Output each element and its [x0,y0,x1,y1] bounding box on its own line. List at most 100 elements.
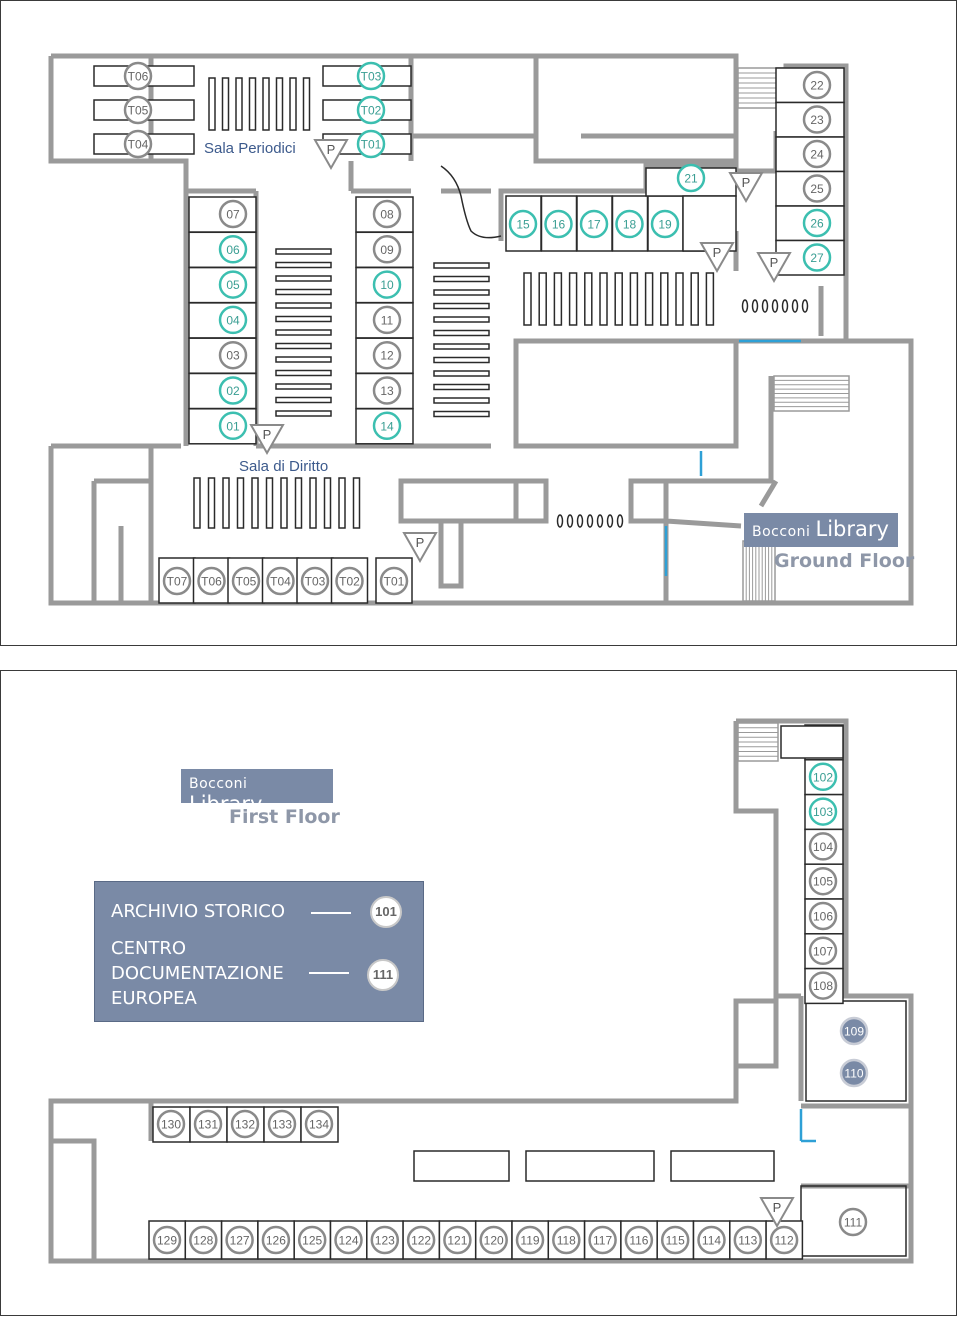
badge-label: 132 [235,1118,255,1132]
room-badge[interactable]: 124 [334,1225,363,1255]
room-badge[interactable]: 03 [218,340,248,370]
badge-circle [808,866,838,896]
room-badge[interactable]: 15 [508,209,538,239]
room-badge[interactable]: 14 [372,411,402,441]
shelf-oval [606,514,614,528]
room-badge[interactable]: 104 [808,832,838,861]
room-badge[interactable]: 129 [152,1225,182,1255]
room-badge[interactable]: 08 [372,199,402,229]
room-badge[interactable]: 112 [769,1225,799,1255]
room-badge[interactable]: 132 [230,1109,260,1139]
room-badge[interactable]: 01 [218,411,248,441]
room-badge[interactable]: 127 [225,1225,254,1255]
room-badge[interactable]: 09 [372,235,402,264]
room-badge[interactable]: 13 [372,376,402,405]
room-badge[interactable]: 123 [370,1225,400,1255]
shelf [644,272,654,326]
room-badge[interactable]: 111 [838,1207,868,1237]
room-badge[interactable]: 117 [588,1225,617,1255]
badge-circle [372,305,402,335]
room-badge[interactable]: T07 [162,566,192,596]
room-badge[interactable]: 07 [218,199,248,229]
room-badge[interactable]: 17 [579,209,609,239]
badge-label: 21 [684,172,698,186]
room-badge[interactable]: 131 [193,1109,223,1139]
room-badge[interactable]: 113 [733,1225,763,1255]
room-badge[interactable]: 128 [189,1225,218,1255]
room-badge[interactable]: 16 [544,209,573,239]
room-badge[interactable]: 23 [802,105,832,134]
badge-circle [334,1225,363,1255]
shelf [614,272,623,326]
badge-label: T04 [270,575,291,589]
room-badge[interactable]: T04 [266,566,295,596]
room-badge[interactable]: 118 [552,1225,581,1255]
badge-circle [225,1225,254,1255]
badge-circle [372,340,402,370]
room-badge[interactable]: 102 [808,762,838,792]
shelf-oval [771,299,779,313]
room-label-diritto: Sala di Diritto [239,458,328,475]
room-badge[interactable]: 115 [660,1225,690,1255]
room-badge[interactable]: T02 [335,566,364,596]
room-badge[interactable]: 114 [697,1225,726,1255]
room-badge[interactable]: 121 [443,1225,472,1255]
room-badge[interactable]: 122 [406,1225,436,1255]
room-badge[interactable]: 21 [676,163,706,193]
badge-circle [733,1225,763,1255]
room-badge[interactable]: 133 [267,1109,297,1139]
room-badge[interactable]: T06 [197,566,226,596]
room-badge[interactable]: T04 [123,129,153,159]
badge-label: 131 [198,1118,218,1132]
parking-marker: P [402,532,438,564]
badge-label: 106 [813,910,833,924]
room-badge[interactable]: 06 [218,235,248,264]
room-badge[interactable]: T02 [356,95,386,125]
shelf-oval [741,299,749,313]
room-badge[interactable]: 116 [624,1225,654,1255]
room-badge[interactable]: T05 [231,566,261,596]
room-badge[interactable]: 19 [650,209,680,239]
room-badge[interactable]: T01 [356,129,386,159]
room-badge[interactable]: 108 [808,971,838,1000]
room-badge[interactable]: 106 [808,901,838,931]
room-badge[interactable]: 125 [297,1225,327,1255]
room-badge[interactable]: 134 [304,1109,334,1139]
shelf [553,272,563,326]
room-badge[interactable]: 120 [479,1225,508,1255]
room-badge[interactable]: 22 [802,70,832,100]
shelf [248,77,257,131]
room-badge[interactable]: 18 [615,209,644,239]
badge-circle [552,1225,581,1255]
room-badge[interactable]: 04 [218,305,248,335]
room-badge[interactable]: 11 [372,305,402,335]
room-badge[interactable]: T06 [123,61,153,91]
room-badge[interactable]: 02 [218,376,248,405]
room-badge[interactable]: 126 [261,1225,291,1255]
badge-label: 125 [302,1234,322,1248]
room-badge[interactable]: 27 [802,243,832,272]
shelf-oval [791,299,799,313]
room-badge[interactable]: 109 [839,1016,869,1046]
room-badge[interactable]: 130 [156,1109,186,1139]
room-badge[interactable]: 110 [839,1058,869,1088]
room-badge[interactable]: 12 [372,340,402,370]
floor-label: Ground Floor [774,550,915,572]
room-badge[interactable]: T03 [300,566,330,596]
room-badge[interactable]: 10 [372,270,402,299]
room-badge[interactable]: 26 [802,208,832,238]
room-badge[interactable]: 105 [808,866,838,896]
badge-label: T03 [361,70,382,84]
room-badge[interactable]: 05 [218,270,248,299]
room-badge[interactable]: 107 [808,936,838,966]
badge-circle [588,1225,617,1255]
room-badge[interactable]: 119 [515,1225,545,1255]
room-badge[interactable]: T01 [379,566,409,596]
legend-centro-3: EUROPEA [111,988,197,1009]
room-badge[interactable]: 25 [802,174,832,203]
room-badge[interactable]: T03 [356,61,386,91]
room-badge[interactable]: T05 [123,95,153,125]
room-badge[interactable]: 24 [802,139,832,169]
room-badge[interactable]: 103 [808,797,838,826]
badge-circle [808,901,838,931]
